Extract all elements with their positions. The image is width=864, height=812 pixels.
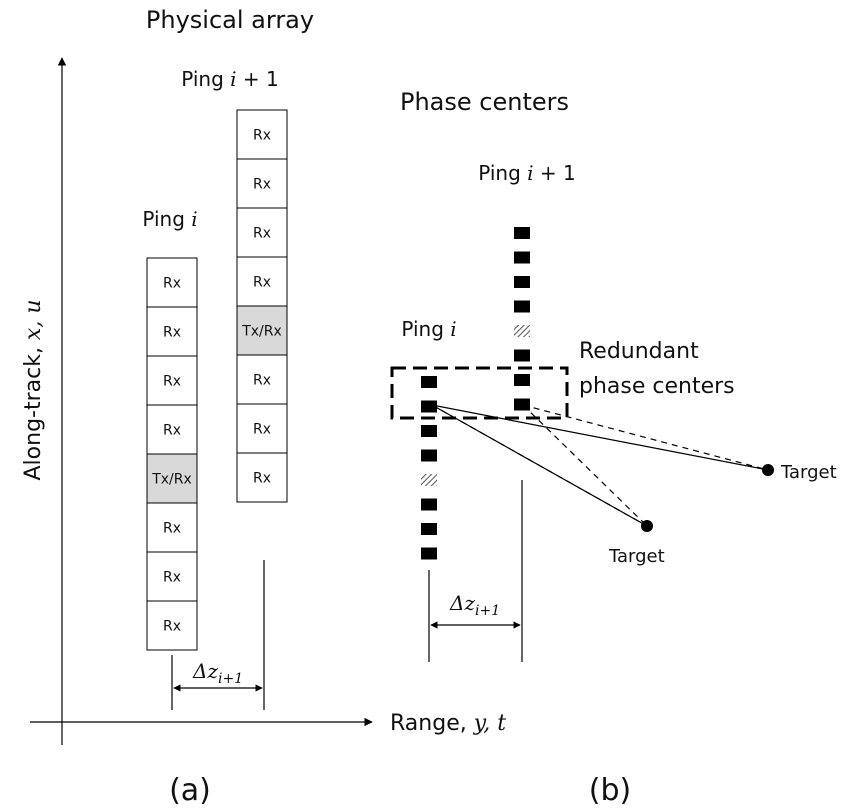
ping-i1-phase-center-2: [514, 276, 530, 288]
ping-i-label-b: Ping i: [401, 317, 456, 341]
ping-i1-element-5: [236, 354, 288, 405]
delta-label-b: Δzi+1: [449, 591, 500, 619]
ping-i1-element-label-5: Rx: [253, 373, 271, 389]
ping-i1-label-b: Ping i + 1: [478, 161, 576, 185]
ping-i1-phase-center-0: [514, 227, 530, 239]
ping-i-element-label-1: Rx: [163, 325, 181, 341]
phase-centers-ping-i: [421, 376, 437, 560]
panel-label-b: (b): [589, 773, 631, 808]
ping-i1-element-2: [236, 207, 288, 258]
ping-i-phase-center-1: [421, 400, 437, 413]
ray-dash-near-2: [522, 404, 648, 527]
title-phase-centers: Phase centers: [400, 88, 569, 116]
ping-i-element-4: [146, 453, 198, 504]
ping-i1-element-6: [236, 403, 288, 454]
ping-i1-element-label-3: Rx: [253, 275, 271, 291]
phase-centers-ping-i1: [514, 227, 530, 411]
redundant-box: [390, 366, 569, 420]
ping-i-phase-center-5: [421, 498, 437, 511]
ray-solid-far: [431, 404, 769, 471]
ping-i1-phase-center-1: [514, 251, 530, 264]
ping-i1-label-a: Ping i + 1: [181, 67, 279, 91]
redundant-label-line1: Redundant: [579, 339, 699, 364]
ping-i-element-label-6: Rx: [163, 570, 181, 586]
ping-i-element-7: [146, 600, 198, 651]
ping-i1-element-3: [236, 256, 288, 307]
target-dot-far: [762, 464, 774, 476]
panel-label-a: (a): [169, 773, 211, 808]
ping-i1-element-label-7: Rx: [253, 471, 271, 487]
ping-i1-phase-center-6: [514, 374, 530, 386]
ping-i-phase-center-0: [421, 376, 437, 388]
title-physical-array: Physical array: [146, 6, 314, 34]
ping-i-label-a: Ping i: [142, 207, 197, 231]
ping-i-element-label-0: Rx: [163, 276, 181, 292]
ping-i-phase-center-3: [421, 449, 437, 462]
ping-i-element-label-7: Rx: [163, 619, 181, 635]
ping-i-element-6: [146, 551, 198, 602]
ping-i-element-label-2: Rx: [163, 374, 181, 390]
ping-i-element-0: [146, 257, 198, 308]
ping-i-element-label-5: Rx: [163, 521, 181, 537]
ping-i1-phase-center-3: [514, 300, 530, 313]
ray-dash-far: [522, 404, 769, 471]
ping-i-element-label-4: Tx/Rx: [151, 472, 192, 488]
target-dot-near: [641, 520, 653, 532]
y-axis-label: Along-track, x, u: [21, 299, 46, 480]
ping-i-element-label-3: Rx: [163, 423, 181, 439]
redundant-label-line2: phase centers: [579, 374, 735, 399]
ping-i1-element-4: [236, 305, 288, 356]
ping-i-phase-center-7: [421, 547, 437, 560]
ping-i-phase-center-4: [421, 474, 437, 486]
ping-i1-phase-center-5: [514, 349, 530, 362]
ping-i1-element-label-6: Rx: [253, 422, 271, 438]
ping-i-phase-center-2: [421, 425, 437, 437]
ping-i1-phase-center-4: [514, 325, 530, 337]
ping-i1-element-label-0: Rx: [253, 128, 271, 144]
x-axis-label: Range, y, t: [390, 711, 506, 736]
ping-i-phase-center-6: [421, 523, 437, 535]
ping-i1-element-label-4: Tx/Rx: [241, 324, 282, 340]
delta-label-a: Δzi+1: [192, 659, 243, 687]
ping-i-element-5: [146, 502, 198, 553]
ray-dash-near: [431, 404, 648, 527]
ping-i1-element-label-1: Rx: [253, 177, 271, 193]
ping-i-element-1: [146, 306, 198, 357]
ping-i-element-3: [146, 404, 198, 455]
ping-i1-element-label-2: Rx: [253, 226, 271, 242]
ping-i-element-2: [146, 355, 198, 406]
target-label-far: Target: [780, 462, 837, 483]
ping-i1-element-7: [236, 452, 288, 503]
target-label-near: Target: [608, 546, 665, 567]
